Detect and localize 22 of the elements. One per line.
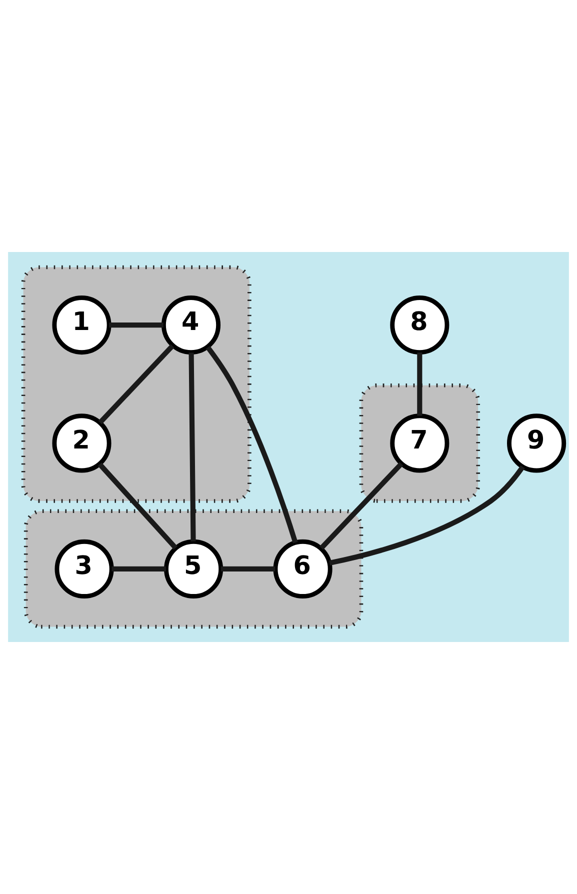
cluster (24, 509, 364, 629)
connector (206, 346, 298, 544)
connector (417, 352, 422, 416)
node-circle: 6 (273, 539, 332, 598)
node-circle: 2 (52, 414, 112, 473)
node-circle: 5 (164, 539, 224, 598)
connector (98, 344, 174, 424)
connector (220, 566, 276, 572)
connector (109, 322, 164, 328)
cluster (21, 265, 252, 503)
connector (98, 462, 178, 550)
node-circle: 3 (54, 539, 114, 598)
node-circle: 8 (390, 296, 450, 355)
connector (188, 352, 196, 542)
cluster (359, 383, 480, 503)
connector (329, 465, 525, 566)
node-circle: 7 (390, 414, 450, 473)
node-circle: 1 (52, 296, 112, 355)
connector (319, 462, 404, 550)
node-circle: 9 (507, 414, 566, 473)
connector (112, 566, 166, 572)
node-circle: 4 (161, 296, 221, 355)
